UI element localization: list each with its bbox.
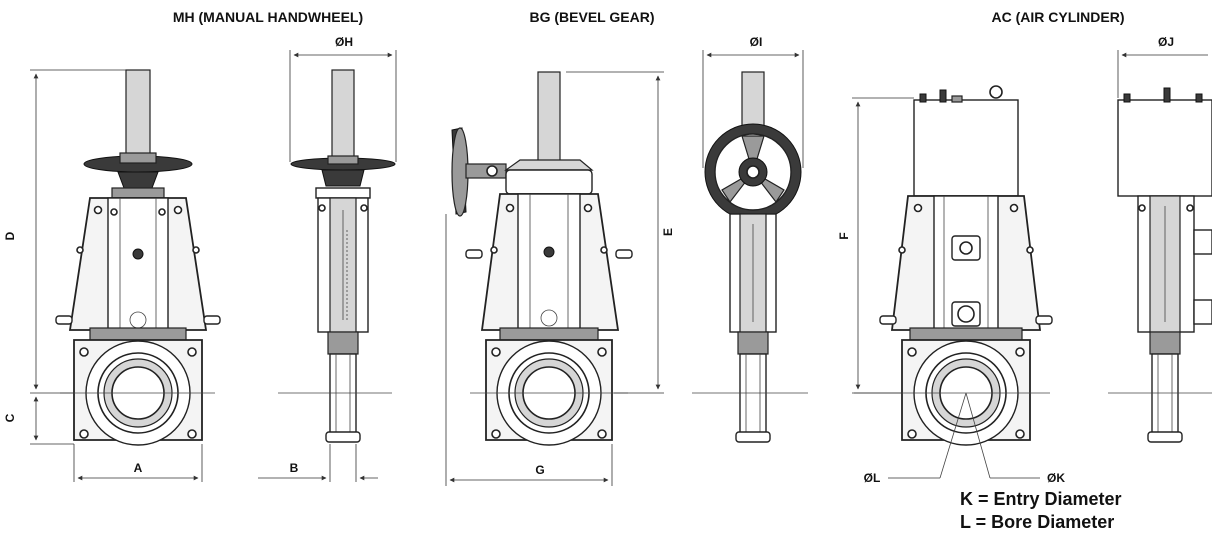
dim-label-k: ØK [1047, 471, 1065, 485]
dim-label-a: A [134, 461, 143, 475]
bg-side-view [692, 71, 808, 443]
mh-dimension-lines [30, 69, 203, 482]
dim-label-f: F [837, 232, 851, 239]
dim-label-g: G [535, 463, 544, 477]
mh-side-dimension-lines [258, 50, 397, 482]
ac-side-view [1108, 87, 1212, 443]
bg-dimension-lines [445, 214, 613, 486]
bg-side-dimension-lines [566, 50, 804, 394]
dim-label-b: B [290, 461, 299, 475]
dim-label-i: ØI [750, 35, 763, 49]
ac-front-view [854, 85, 1053, 479]
dim-label-l: ØL [864, 471, 881, 485]
title-bevel-gear: BG (BEVEL GEAR) [530, 9, 655, 25]
legend-bore-diameter: L = Bore Diameter [960, 512, 1114, 532]
dim-label-h: ØH [335, 35, 353, 49]
dim-label-d: D [3, 231, 17, 240]
legend-entry-diameter: K = Entry Diameter [960, 489, 1122, 509]
dim-label-j: ØJ [1158, 35, 1174, 49]
mh-front-view [55, 69, 221, 446]
ac-dimension-lines [852, 97, 1040, 479]
title-air-cylinder: AC (AIR CYLINDER) [992, 9, 1125, 25]
ac-side-dimension-lines [1117, 50, 1208, 98]
mh-side-view [278, 69, 396, 443]
dim-label-e: E [661, 228, 675, 236]
title-manual-handwheel: MH (MANUAL HANDWHEEL) [173, 9, 363, 25]
bg-front-view [451, 71, 633, 446]
dim-label-c: C [3, 413, 17, 422]
